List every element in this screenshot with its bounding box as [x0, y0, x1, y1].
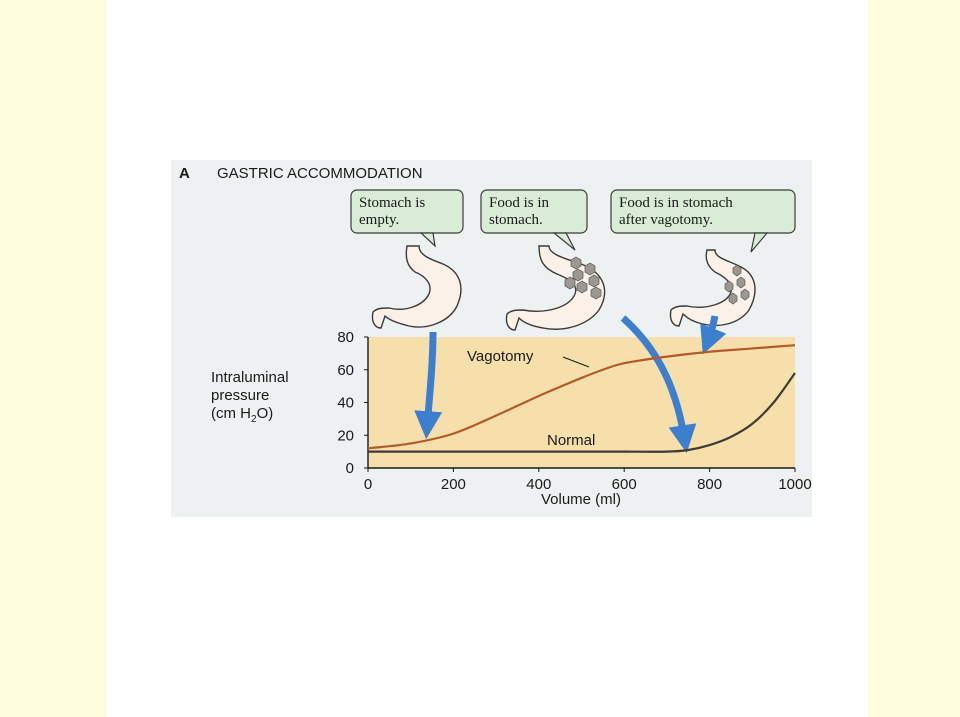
- x-tick-labels: 0 200 400 600 800 1000: [364, 468, 812, 493]
- callout-food-line1: Food is in: [489, 195, 550, 211]
- y-tick-label: 80: [337, 329, 354, 346]
- series-label-vagotomy-leader: [562, 356, 590, 368]
- y-tick-label: 40: [337, 395, 354, 412]
- stomach-empty-illustration: [371, 245, 462, 329]
- callout-vagotomy-line2: after vagotomy.: [619, 212, 713, 228]
- y-axis-label-unit: (cm H2O): [211, 405, 273, 425]
- gastric-accommodation-chart: A GASTRIC ACCOMMODATION Stomach is empty…: [179, 165, 812, 508]
- y-tick-label: 20: [337, 427, 354, 444]
- stomach-vagotomy-illustration: [669, 249, 756, 327]
- x-axis-label: Volume (ml): [541, 491, 621, 508]
- chart-series: [367, 344, 796, 453]
- x-tick-label: 0: [364, 476, 372, 493]
- figure-title: GASTRIC ACCOMMODATION: [217, 165, 423, 182]
- y-axis-label-line2: pressure: [211, 387, 269, 404]
- y-axis-label-line1: Intraluminal: [211, 369, 289, 386]
- series-label-normal: Normal: [547, 432, 595, 449]
- callout-vagotomy-line1: Food is in stomach: [619, 195, 733, 211]
- arrow-food-to-normal: [620, 315, 697, 454]
- callout-empty-line2: empty.: [359, 212, 399, 228]
- gastric-accommodation-figure: A GASTRIC ACCOMMODATION Stomach is empty…: [171, 160, 812, 517]
- y-tick-label: 0: [346, 460, 354, 477]
- x-tick-label: 1000: [778, 476, 811, 493]
- callout-empty-line1: Stomach is: [359, 195, 425, 211]
- series-label-vagotomy: Vagotomy: [467, 348, 534, 365]
- callout-food: Food is in stomach.: [480, 189, 588, 251]
- panel-letter: A: [179, 165, 190, 182]
- slide-right-margin: [868, 0, 960, 717]
- callout-vagotomy: Food is in stomach after vagotomy.: [610, 189, 796, 253]
- series-line-vagotomy: [367, 344, 796, 450]
- arrow-empty-to-curve: [414, 331, 443, 440]
- callout-empty: Stomach is empty.: [350, 189, 464, 248]
- callout-food-line2: stomach.: [489, 212, 543, 228]
- slide-left-margin: [0, 0, 107, 717]
- y-tick-label: 60: [337, 362, 354, 379]
- plot-area: [368, 337, 795, 468]
- x-tick-label: 200: [441, 476, 466, 493]
- arrow-vagotomy-to-curve: [700, 315, 727, 355]
- y-tick-labels: 0 20 40 60 80: [337, 329, 368, 477]
- x-tick-label: 400: [526, 476, 551, 493]
- series-line-normal: [368, 372, 796, 453]
- food-particles-vagotomy: [724, 264, 750, 305]
- x-tick-label: 600: [612, 476, 637, 493]
- stomach-food-illustration: [505, 245, 606, 331]
- food-particles-normal: [564, 256, 602, 300]
- x-tick-label: 800: [697, 476, 722, 493]
